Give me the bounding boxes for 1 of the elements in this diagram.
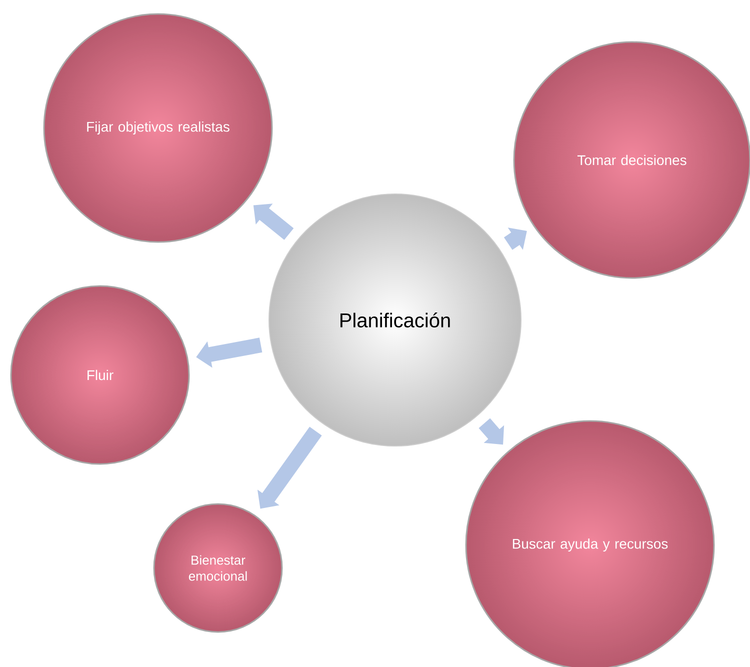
- block-arrow: [504, 228, 527, 250]
